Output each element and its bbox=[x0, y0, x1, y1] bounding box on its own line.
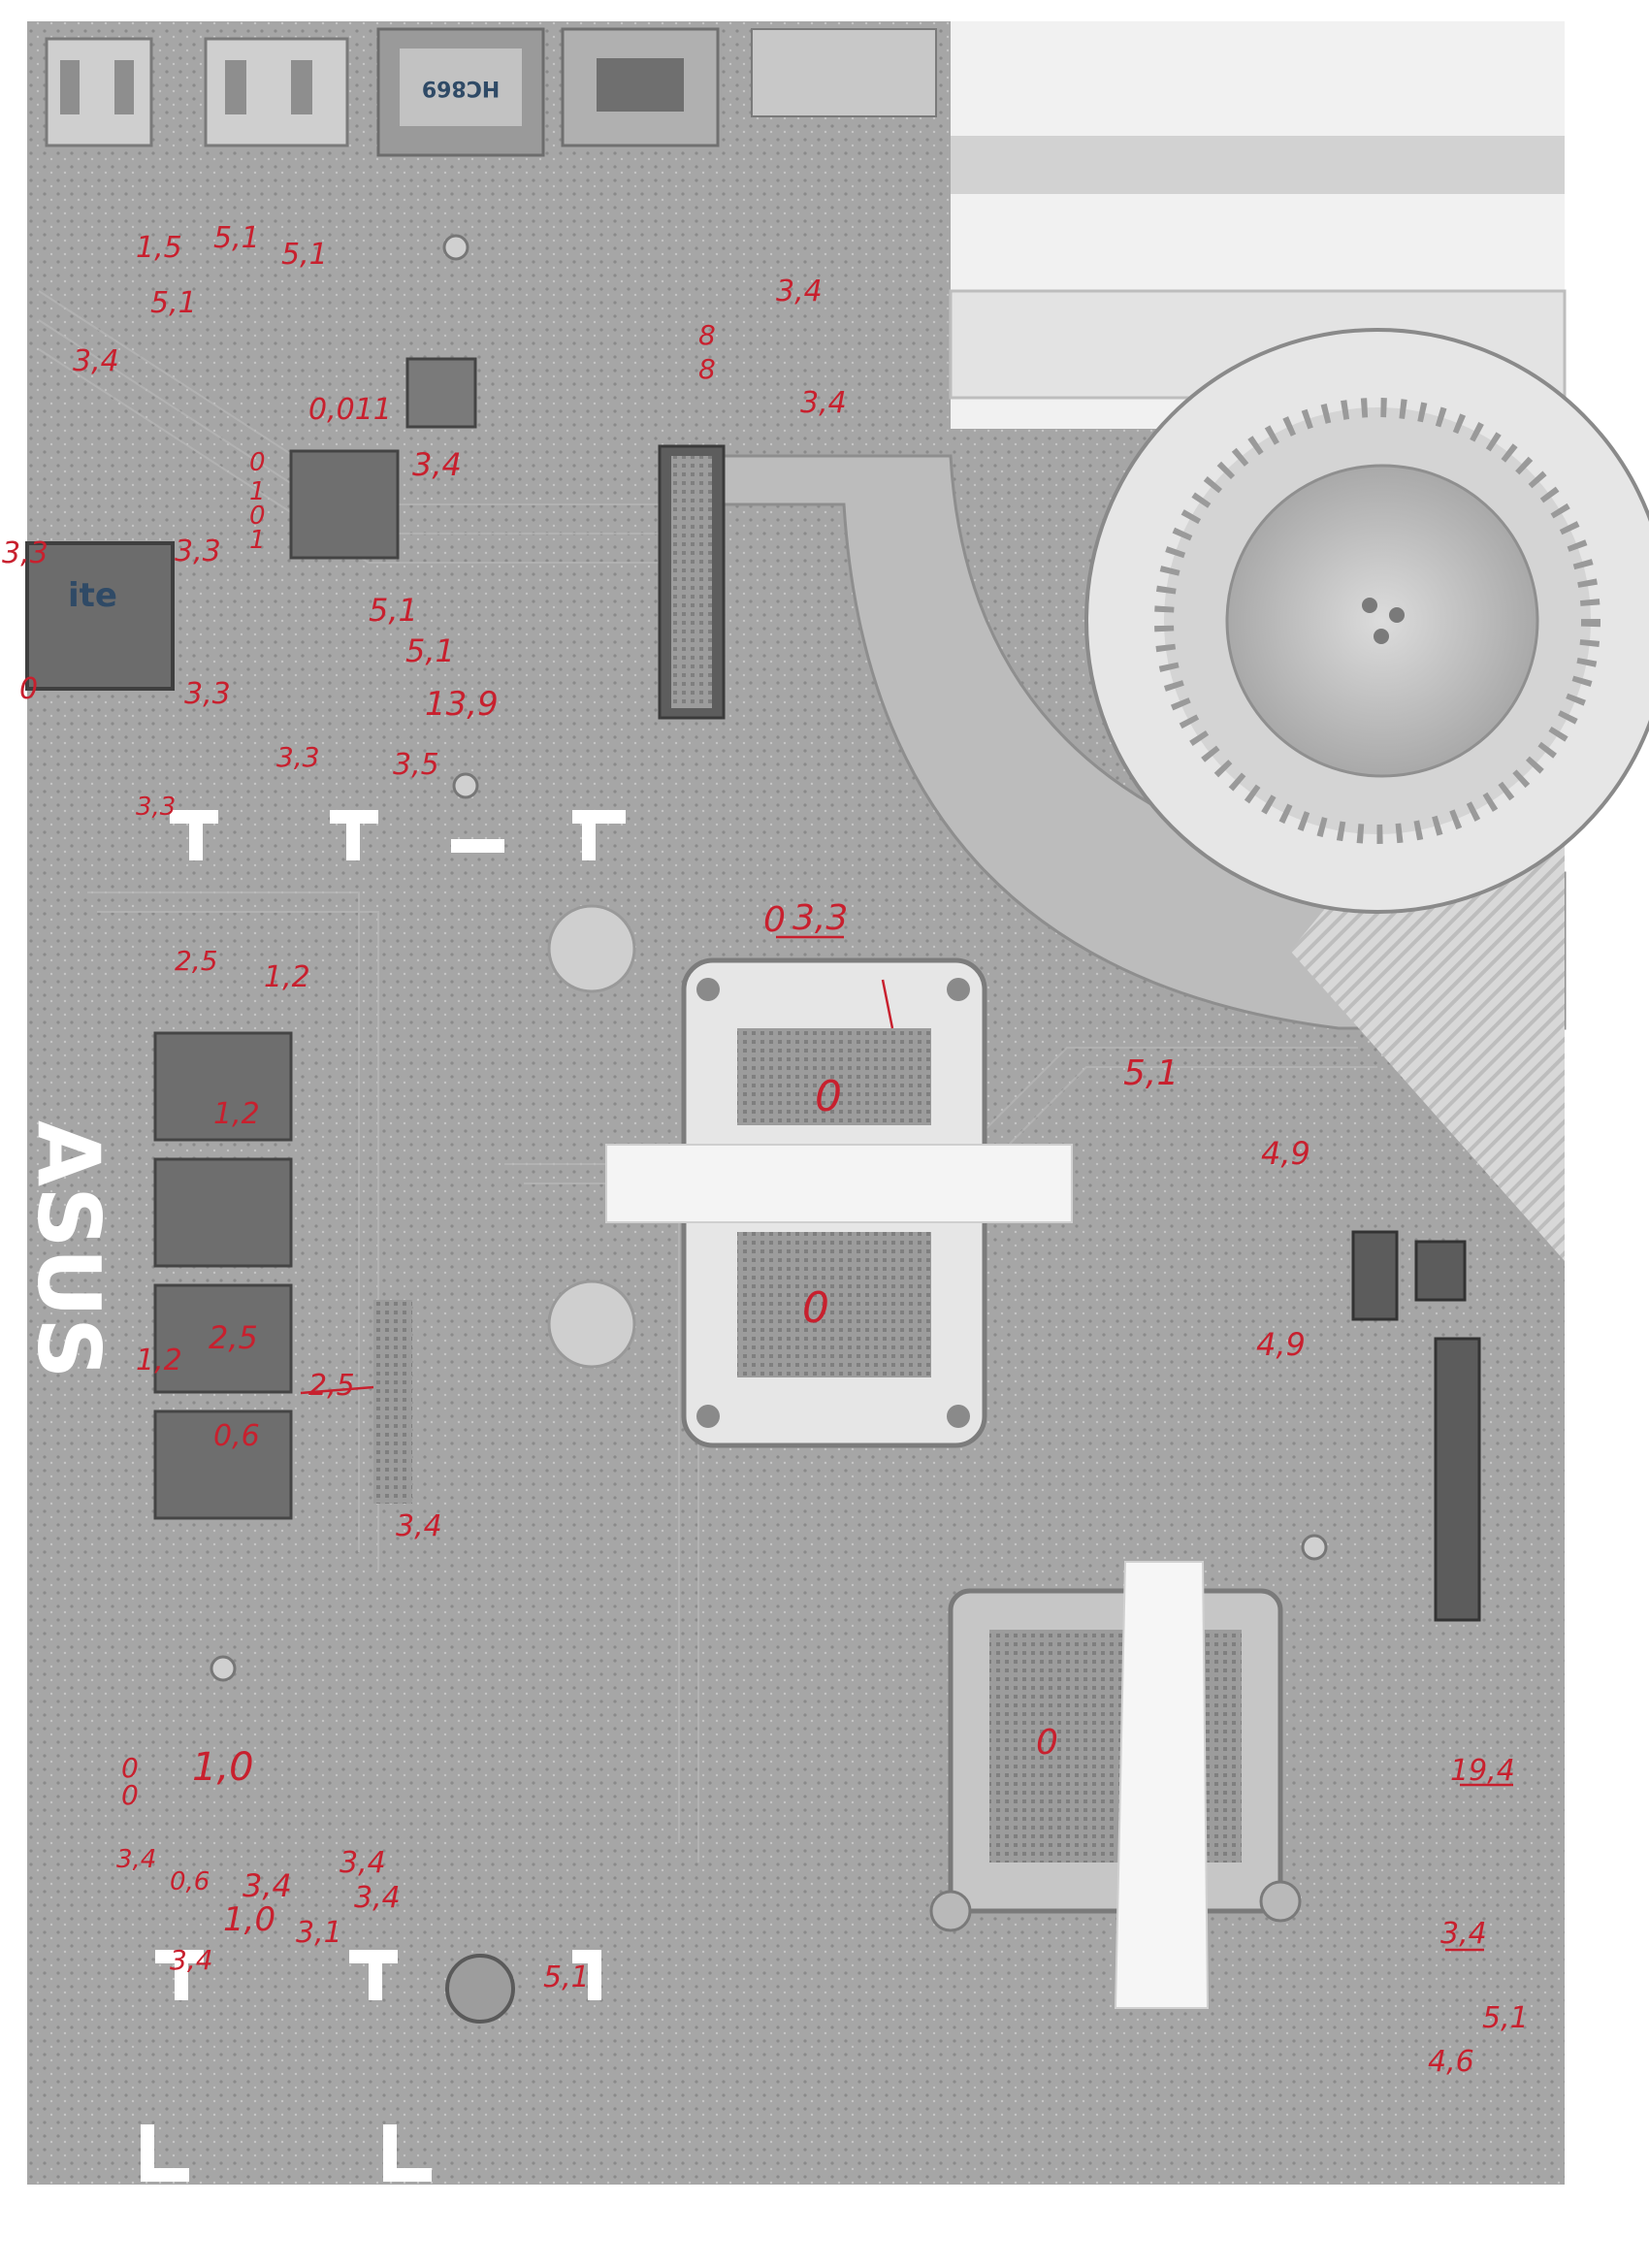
mounting-pad bbox=[547, 904, 636, 993]
annotation: 3,4 bbox=[1440, 1917, 1487, 1951]
annotation: 3,4 bbox=[242, 1867, 292, 1904]
board-edge-cutout bbox=[1565, 21, 1649, 2252]
annotation: 1,2 bbox=[213, 1097, 260, 1131]
connector-block bbox=[751, 28, 937, 117]
annotation: 3,1 bbox=[296, 1916, 342, 1950]
annotation: 0,6 bbox=[170, 1867, 210, 1896]
annotation: 1 bbox=[249, 477, 266, 506]
placement-markers bbox=[141, 810, 626, 2182]
annotation: 3,3 bbox=[792, 898, 848, 938]
annotation: 0 bbox=[802, 1283, 829, 1333]
annotation: 3,3 bbox=[184, 677, 231, 711]
annotation: 0 bbox=[121, 1752, 139, 1784]
annotation: 8 bbox=[698, 353, 716, 385]
annotation: 3,4 bbox=[73, 344, 119, 378]
annotation: 5,1 bbox=[405, 632, 455, 669]
usb-port bbox=[204, 37, 349, 147]
annotation: 3,4 bbox=[340, 1846, 386, 1880]
cmos-battery bbox=[445, 1954, 515, 2024]
annotation: 0 bbox=[19, 672, 38, 706]
annotation: 0 bbox=[249, 502, 266, 531]
annotation: 13,9 bbox=[425, 685, 499, 724]
ethernet-jack: HC869 bbox=[376, 27, 545, 157]
gpu-bracket bbox=[929, 1588, 1302, 1932]
tape-strip bbox=[605, 1144, 1073, 1223]
fan-screw bbox=[1389, 607, 1405, 623]
annotation: 1,0 bbox=[223, 1900, 275, 1939]
annotation: 0 bbox=[1036, 1723, 1058, 1763]
mounting-hole bbox=[210, 1655, 237, 1682]
annotation: 1,2 bbox=[264, 960, 310, 994]
annotation: 5,1 bbox=[1482, 2001, 1529, 2035]
annotation: 3,5 bbox=[393, 748, 439, 782]
brand-logo: ASUS bbox=[18, 1120, 118, 1378]
annotation: 3,3 bbox=[175, 535, 221, 568]
annotation: 0 bbox=[121, 1779, 139, 1811]
annotation: 3,3 bbox=[276, 741, 320, 773]
annotation: 1,5 bbox=[136, 231, 182, 265]
annotation: 8 bbox=[698, 319, 716, 351]
mounting-hole bbox=[442, 234, 469, 261]
annotation: 0,011 bbox=[308, 393, 392, 427]
connector-marking: HC869 bbox=[422, 76, 500, 100]
annotation: 1,0 bbox=[192, 1745, 254, 1790]
controller-chip bbox=[405, 357, 477, 429]
annotation: 3,4 bbox=[116, 1845, 156, 1874]
fan-hub bbox=[1225, 464, 1539, 778]
mounting-pad bbox=[547, 1280, 636, 1369]
board-edge-cutout bbox=[0, 543, 27, 1707]
annotation: 1 bbox=[249, 526, 266, 555]
mounting-hole bbox=[452, 772, 479, 799]
chip-marking: ite bbox=[68, 576, 117, 615]
ram-chips bbox=[153, 1031, 412, 1520]
annotation: 5,1 bbox=[543, 1960, 590, 1994]
annotation: 2,5 bbox=[308, 1369, 355, 1403]
flex-connector bbox=[1414, 1240, 1467, 1302]
annotation: 0 bbox=[763, 900, 786, 940]
flex-connector bbox=[1434, 1337, 1481, 1622]
annotation: 0 bbox=[249, 448, 266, 477]
annotation: 5,1 bbox=[1123, 1053, 1179, 1093]
heatpipe bbox=[951, 136, 1565, 194]
annotation: 5,1 bbox=[281, 238, 328, 272]
annotation: 3,4 bbox=[800, 386, 847, 420]
annotation: 4,6 bbox=[1428, 2045, 1474, 2079]
annotation: 3,4 bbox=[354, 1881, 401, 1915]
usb-port bbox=[45, 37, 153, 147]
annotation: 19,4 bbox=[1450, 1754, 1515, 1788]
flex-connector bbox=[1351, 1230, 1399, 1321]
annotation: 3,4 bbox=[412, 446, 462, 483]
annotation: 2,5 bbox=[209, 1319, 258, 1356]
annotation: 3,3 bbox=[136, 793, 176, 822]
annotation-strokes bbox=[300, 935, 1513, 1952]
tape-strip bbox=[1114, 1561, 1210, 2009]
ite-chip: ite bbox=[25, 541, 175, 691]
annotation: 3,3 bbox=[2, 536, 48, 570]
annotation: 3,4 bbox=[170, 1944, 213, 1976]
annotation: 0,6 bbox=[213, 1419, 260, 1453]
fan-screw bbox=[1362, 598, 1377, 613]
mounting-hole bbox=[1301, 1534, 1328, 1561]
annotation: 0 bbox=[815, 1072, 842, 1121]
annotation: 4,9 bbox=[1261, 1135, 1310, 1172]
annotation: 5,1 bbox=[213, 221, 260, 255]
annotation: 1,2 bbox=[136, 1344, 182, 1377]
controller-chip bbox=[289, 449, 400, 560]
annotation: 4,9 bbox=[1256, 1326, 1306, 1363]
handwritten-annotations: 1,5 5,1 5,1 5,1 3,4 3,4 8 8 3,4 0,011 3,… bbox=[2, 221, 1529, 2079]
annotation: 5,1 bbox=[150, 286, 197, 320]
m2-slot-pins bbox=[671, 456, 712, 708]
annotation: 3,4 bbox=[776, 275, 823, 308]
annotation: 5,1 bbox=[369, 592, 418, 629]
fan-screw bbox=[1374, 629, 1389, 644]
annotation: 2,5 bbox=[175, 945, 218, 977]
annotation: 3,4 bbox=[396, 1509, 442, 1543]
hdmi-port bbox=[561, 27, 720, 147]
